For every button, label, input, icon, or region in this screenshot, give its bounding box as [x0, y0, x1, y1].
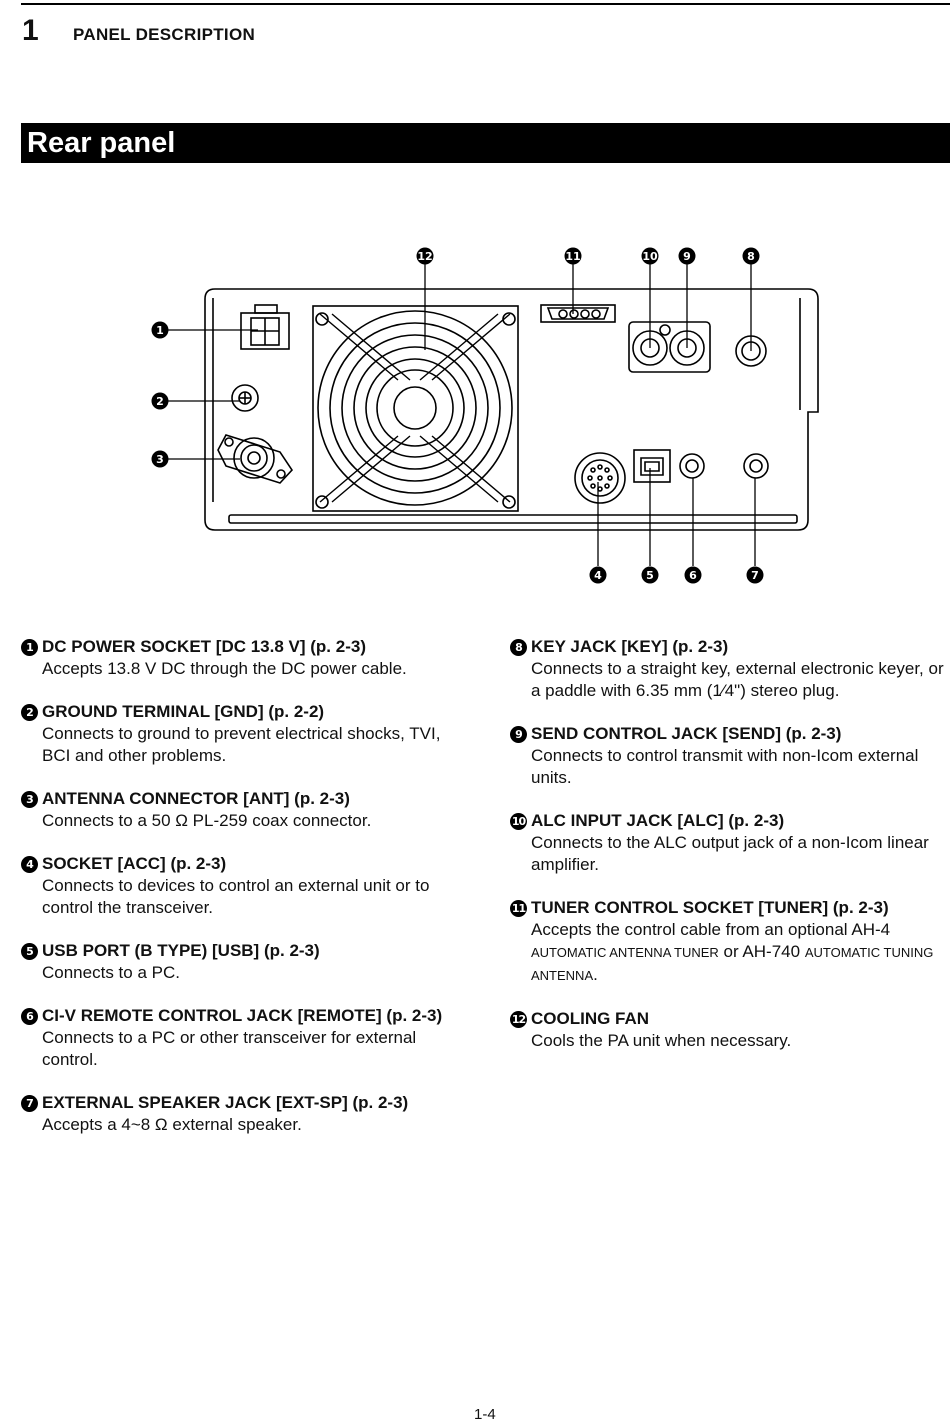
- callout-circle-4: [589, 566, 607, 584]
- tuner-control-socket: [540, 304, 616, 323]
- callout-circle-2: [151, 392, 169, 410]
- chassis-outline: [204, 288, 819, 531]
- item-10: 10 ALC INPUT JACK [ALC] (p. 2-3) Connect…: [510, 810, 950, 876]
- descriptions-right: 8 KEY JACK [KEY] (p. 2-3) Connects to a …: [510, 636, 950, 1073]
- section-title: Rear panel: [27, 127, 176, 159]
- item-title: GROUND TERMINAL [GND] (p. 2-2): [42, 702, 325, 721]
- item-description: Connects to a PC or other transceiver fo…: [42, 1028, 417, 1069]
- callout-label-7: 7: [751, 569, 759, 582]
- number-badge: 4: [21, 856, 38, 873]
- remote-jack: [679, 453, 705, 479]
- item-title: SOCKET [ACC] (p. 2-3): [42, 854, 227, 873]
- chapter-number: 1: [22, 14, 39, 47]
- item-description: Connects to devices to control an extern…: [42, 876, 430, 917]
- dc-power-socket: [240, 304, 290, 350]
- callout-label-11: 11: [565, 250, 580, 263]
- item-description: Connects to a 50 Ω PL-259 coax connector…: [42, 811, 372, 830]
- number-badge: 2: [21, 704, 38, 721]
- alc-send-jacks: [628, 321, 711, 373]
- item-title: ANTENNA CONNECTOR [ANT] (p. 2-3): [42, 789, 350, 808]
- item-description: Accepts the control cable from an option…: [531, 919, 950, 987]
- callout-circle-7: [746, 566, 764, 584]
- ext-speaker-jack: [743, 453, 769, 479]
- callout-label-1: 1: [156, 324, 164, 337]
- callout-circle-1: [151, 321, 169, 339]
- item-description: Connects to a straight key, external ele…: [531, 659, 944, 700]
- number-badge: 1: [21, 639, 38, 656]
- callout-circle-10: [641, 247, 659, 265]
- item-4: 4 SOCKET [ACC] (p. 2-3) Connects to devi…: [21, 853, 461, 919]
- ground-terminal: [231, 384, 259, 412]
- chapter-title: PANEL DESCRIPTION: [73, 25, 256, 44]
- desc-text: Accepts the control cable from an option…: [531, 920, 891, 939]
- item-title: TUNER CONTROL SOCKET [TUNER] (p. 2-3): [531, 898, 889, 917]
- callout-label-10: 10: [642, 250, 658, 263]
- item-description: Cools the PA unit when necessary.: [531, 1031, 792, 1050]
- cooling-fan: [312, 305, 519, 512]
- item-description: Connects to ground to prevent electrical…: [42, 724, 441, 765]
- item-title: CI-V REMOTE CONTROL JACK [REMOTE] (p. 2-…: [42, 1006, 443, 1025]
- callout-label-3: 3: [156, 453, 164, 466]
- callout-circle-5: [641, 566, 659, 584]
- number-badge: 3: [21, 791, 38, 808]
- item-11: 11 TUNER CONTROL SOCKET [TUNER] (p. 2-3)…: [510, 897, 950, 987]
- item-description: Accepts a 4~8 Ω external speaker.: [42, 1115, 302, 1134]
- number-badge: 12: [510, 1011, 527, 1028]
- descriptions-left: 1 DC POWER SOCKET [DC 13.8 V] (p. 2-3) A…: [21, 636, 461, 1157]
- item-6: 6 CI-V REMOTE CONTROL JACK [REMOTE] (p. …: [21, 1005, 461, 1071]
- number-badge: 8: [510, 639, 527, 656]
- item-description: Accepts 13.8 V DC through the DC power c…: [42, 659, 407, 678]
- number-badge: 7: [21, 1095, 38, 1112]
- callout-label-2: 2: [156, 395, 164, 408]
- item-3: 3 ANTENNA CONNECTOR [ANT] (p. 2-3) Conne…: [21, 788, 461, 832]
- item-5: 5 USB PORT (B TYPE) [USB] (p. 2-3) Conne…: [21, 940, 461, 984]
- callout-circle-11: [564, 247, 582, 265]
- desc-smallcaps: AUTOMATIC TUNING ANTENNA: [531, 945, 934, 983]
- item-2: 2 GROUND TERMINAL [GND] (p. 2-2) Connect…: [21, 701, 461, 767]
- callout-circle-6: [684, 566, 702, 584]
- number-badge: 6: [21, 1008, 38, 1025]
- callout-label-5: 5: [646, 569, 654, 582]
- section-header: Rear panel: [21, 123, 950, 163]
- number-badge: 11: [510, 900, 527, 917]
- header-rule: [21, 3, 950, 5]
- callout-circle-8: [742, 247, 760, 265]
- item-description: Connects to control transmit with non-Ic…: [531, 746, 919, 787]
- callout-label-4: 4: [594, 569, 602, 582]
- number-badge: 5: [21, 943, 38, 960]
- item-title: ALC INPUT JACK [ALC] (p. 2-3): [531, 811, 785, 830]
- item-title: EXTERNAL SPEAKER JACK [EXT-SP] (p. 2-3): [42, 1093, 409, 1112]
- item-description: Connects to a PC.: [42, 963, 180, 982]
- desc-text: .: [593, 965, 598, 984]
- callout-label-8: 8: [747, 250, 755, 263]
- desc-text: or AH-740: [718, 942, 805, 961]
- item-title: SEND CONTROL JACK [SEND] (p. 2-3): [531, 724, 842, 743]
- callout-circle-3: [151, 450, 169, 468]
- item-title: USB PORT (B TYPE) [USB] (p. 2-3): [42, 941, 320, 960]
- item-title: KEY JACK [KEY] (p. 2-3): [531, 637, 729, 656]
- callout-circle-9: [678, 247, 696, 265]
- item-title: DC POWER SOCKET [DC 13.8 V] (p. 2-3): [42, 637, 366, 656]
- item-7: 7 EXTERNAL SPEAKER JACK [EXT-SP] (p. 2-3…: [21, 1092, 461, 1136]
- page-number: 1-4: [474, 1406, 496, 1423]
- callout-circle-12: [416, 247, 434, 265]
- item-8: 8 KEY JACK [KEY] (p. 2-3) Connects to a …: [510, 636, 950, 702]
- desc-smallcaps: AUTOMATIC ANTENNA TUNER: [531, 945, 719, 960]
- acc-socket: [574, 452, 626, 504]
- callout-label-12: 12: [417, 250, 432, 263]
- number-badge: 10: [510, 813, 527, 830]
- item-12: 12 COOLING FAN Cools the PA unit when ne…: [510, 1008, 950, 1052]
- item-9: 9 SEND CONTROL JACK [SEND] (p. 2-3) Conn…: [510, 723, 950, 789]
- item-1: 1 DC POWER SOCKET [DC 13.8 V] (p. 2-3) A…: [21, 636, 461, 680]
- callout-label-9: 9: [683, 250, 691, 263]
- item-title: COOLING FAN: [531, 1009, 650, 1028]
- callout-label-6: 6: [689, 569, 697, 582]
- usb-port: [633, 449, 671, 483]
- antenna-connector: [217, 434, 294, 484]
- item-description: Connects to the ALC output jack of a non…: [531, 833, 929, 874]
- number-badge: 9: [510, 726, 527, 743]
